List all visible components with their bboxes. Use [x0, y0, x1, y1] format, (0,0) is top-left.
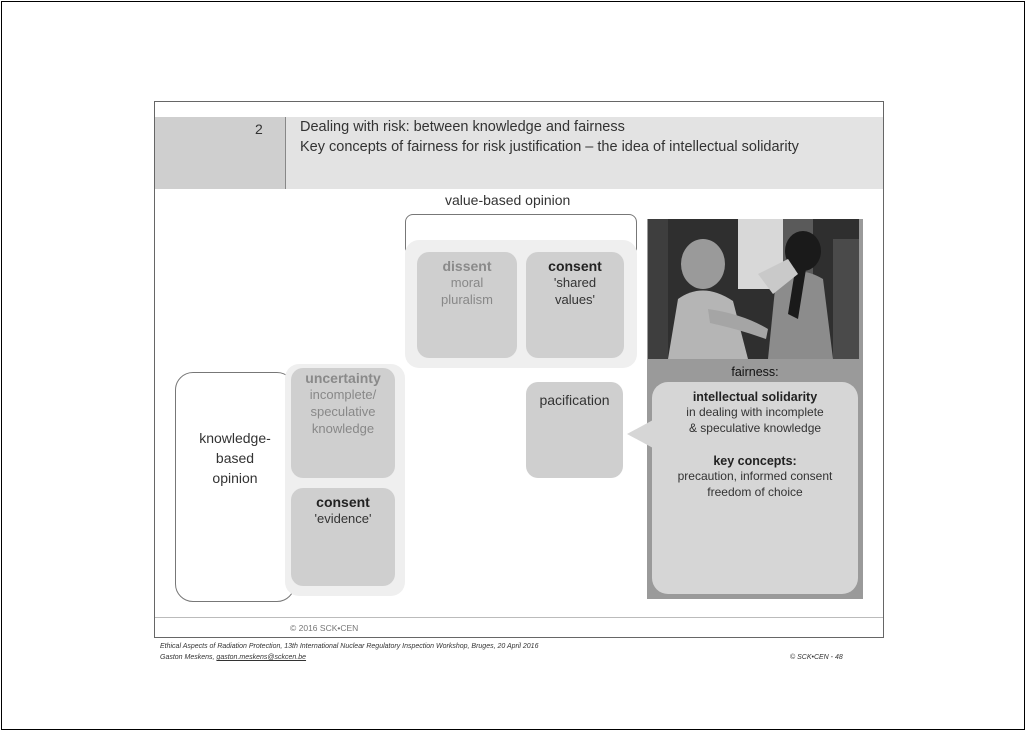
knowledge-label-line-1: knowledge-	[199, 430, 271, 446]
consent-values-box: consent 'shared values'	[526, 252, 624, 358]
pacification-box: pacification	[526, 382, 623, 478]
photo-illustration	[648, 219, 859, 359]
uncertainty-box: uncertainty incomplete/ speculative know…	[291, 368, 395, 478]
knowledge-label-line-3: opinion	[212, 470, 258, 486]
slide-footer-line	[155, 617, 883, 618]
fairness-box: intellectual solidarity in dealing with …	[652, 382, 858, 594]
key-concepts-line-1: precaution, informed consent	[677, 469, 833, 483]
knowledge-based-bracket	[175, 372, 295, 602]
dissent-box: dissent moral pluralism	[417, 252, 517, 358]
pacification-label: pacification	[539, 392, 610, 408]
consent-evidence-box: consent 'evidence'	[291, 488, 395, 586]
author-name: Gaston Meskens,	[160, 654, 217, 661]
document-footer-page: © SCK•CEN - 48	[790, 654, 843, 661]
slide-subtitle: Key concepts of fairness for risk justif…	[300, 139, 799, 155]
slide-copyright: © 2016 SCK•CEN	[290, 623, 359, 633]
slide-number-box	[155, 117, 285, 189]
consent-values-line-1: 'shared	[553, 275, 597, 290]
callout-pointer	[627, 420, 653, 448]
spacer	[652, 436, 858, 454]
knowledge-label-line-2: based	[215, 450, 255, 466]
uncertainty-line-1: incomplete/	[309, 387, 377, 402]
key-concepts-title: key concepts:	[713, 454, 797, 468]
key-concepts-line-2: freedom of choice	[707, 485, 803, 499]
uncertainty-title: uncertainty	[305, 370, 381, 386]
fairness-line-1: in dealing with incomplete	[686, 405, 824, 419]
slide-number: 2	[255, 121, 263, 137]
fairness-title: intellectual solidarity	[692, 390, 818, 404]
value-based-label: value-based opinion	[445, 192, 571, 208]
document-footer-line-2: Gaston Meskens, gaston.meskens@sckcen.be	[160, 654, 306, 661]
fairness-label: fairness:	[731, 365, 779, 379]
consent-values-line-2: values'	[554, 292, 596, 307]
slide-title: Dealing with risk: between knowledge and…	[300, 119, 625, 135]
dissent-line-1: moral	[450, 275, 484, 290]
consent-evidence-line-1: 'evidence'	[314, 511, 372, 526]
slide: 2 Dealing with risk: between knowledge a…	[154, 101, 884, 638]
header-divider	[285, 117, 286, 189]
author-email-link[interactable]: gaston.meskens@sckcen.be	[216, 654, 307, 661]
consent-values-title: consent	[548, 258, 602, 274]
knowledge-based-label: knowledge- based opinion	[175, 428, 295, 488]
dissent-title: dissent	[442, 258, 492, 274]
consent-evidence-title: consent	[316, 494, 370, 510]
dissent-line-2: pluralism	[440, 292, 493, 307]
document-footer-line-1: Ethical Aspects of Radiation Protection,…	[160, 643, 539, 650]
uncertainty-line-3: knowledge	[311, 421, 375, 436]
photo-image	[648, 219, 859, 359]
uncertainty-line-2: speculative	[310, 404, 376, 419]
fairness-line-2: & speculative knowledge	[688, 421, 822, 435]
